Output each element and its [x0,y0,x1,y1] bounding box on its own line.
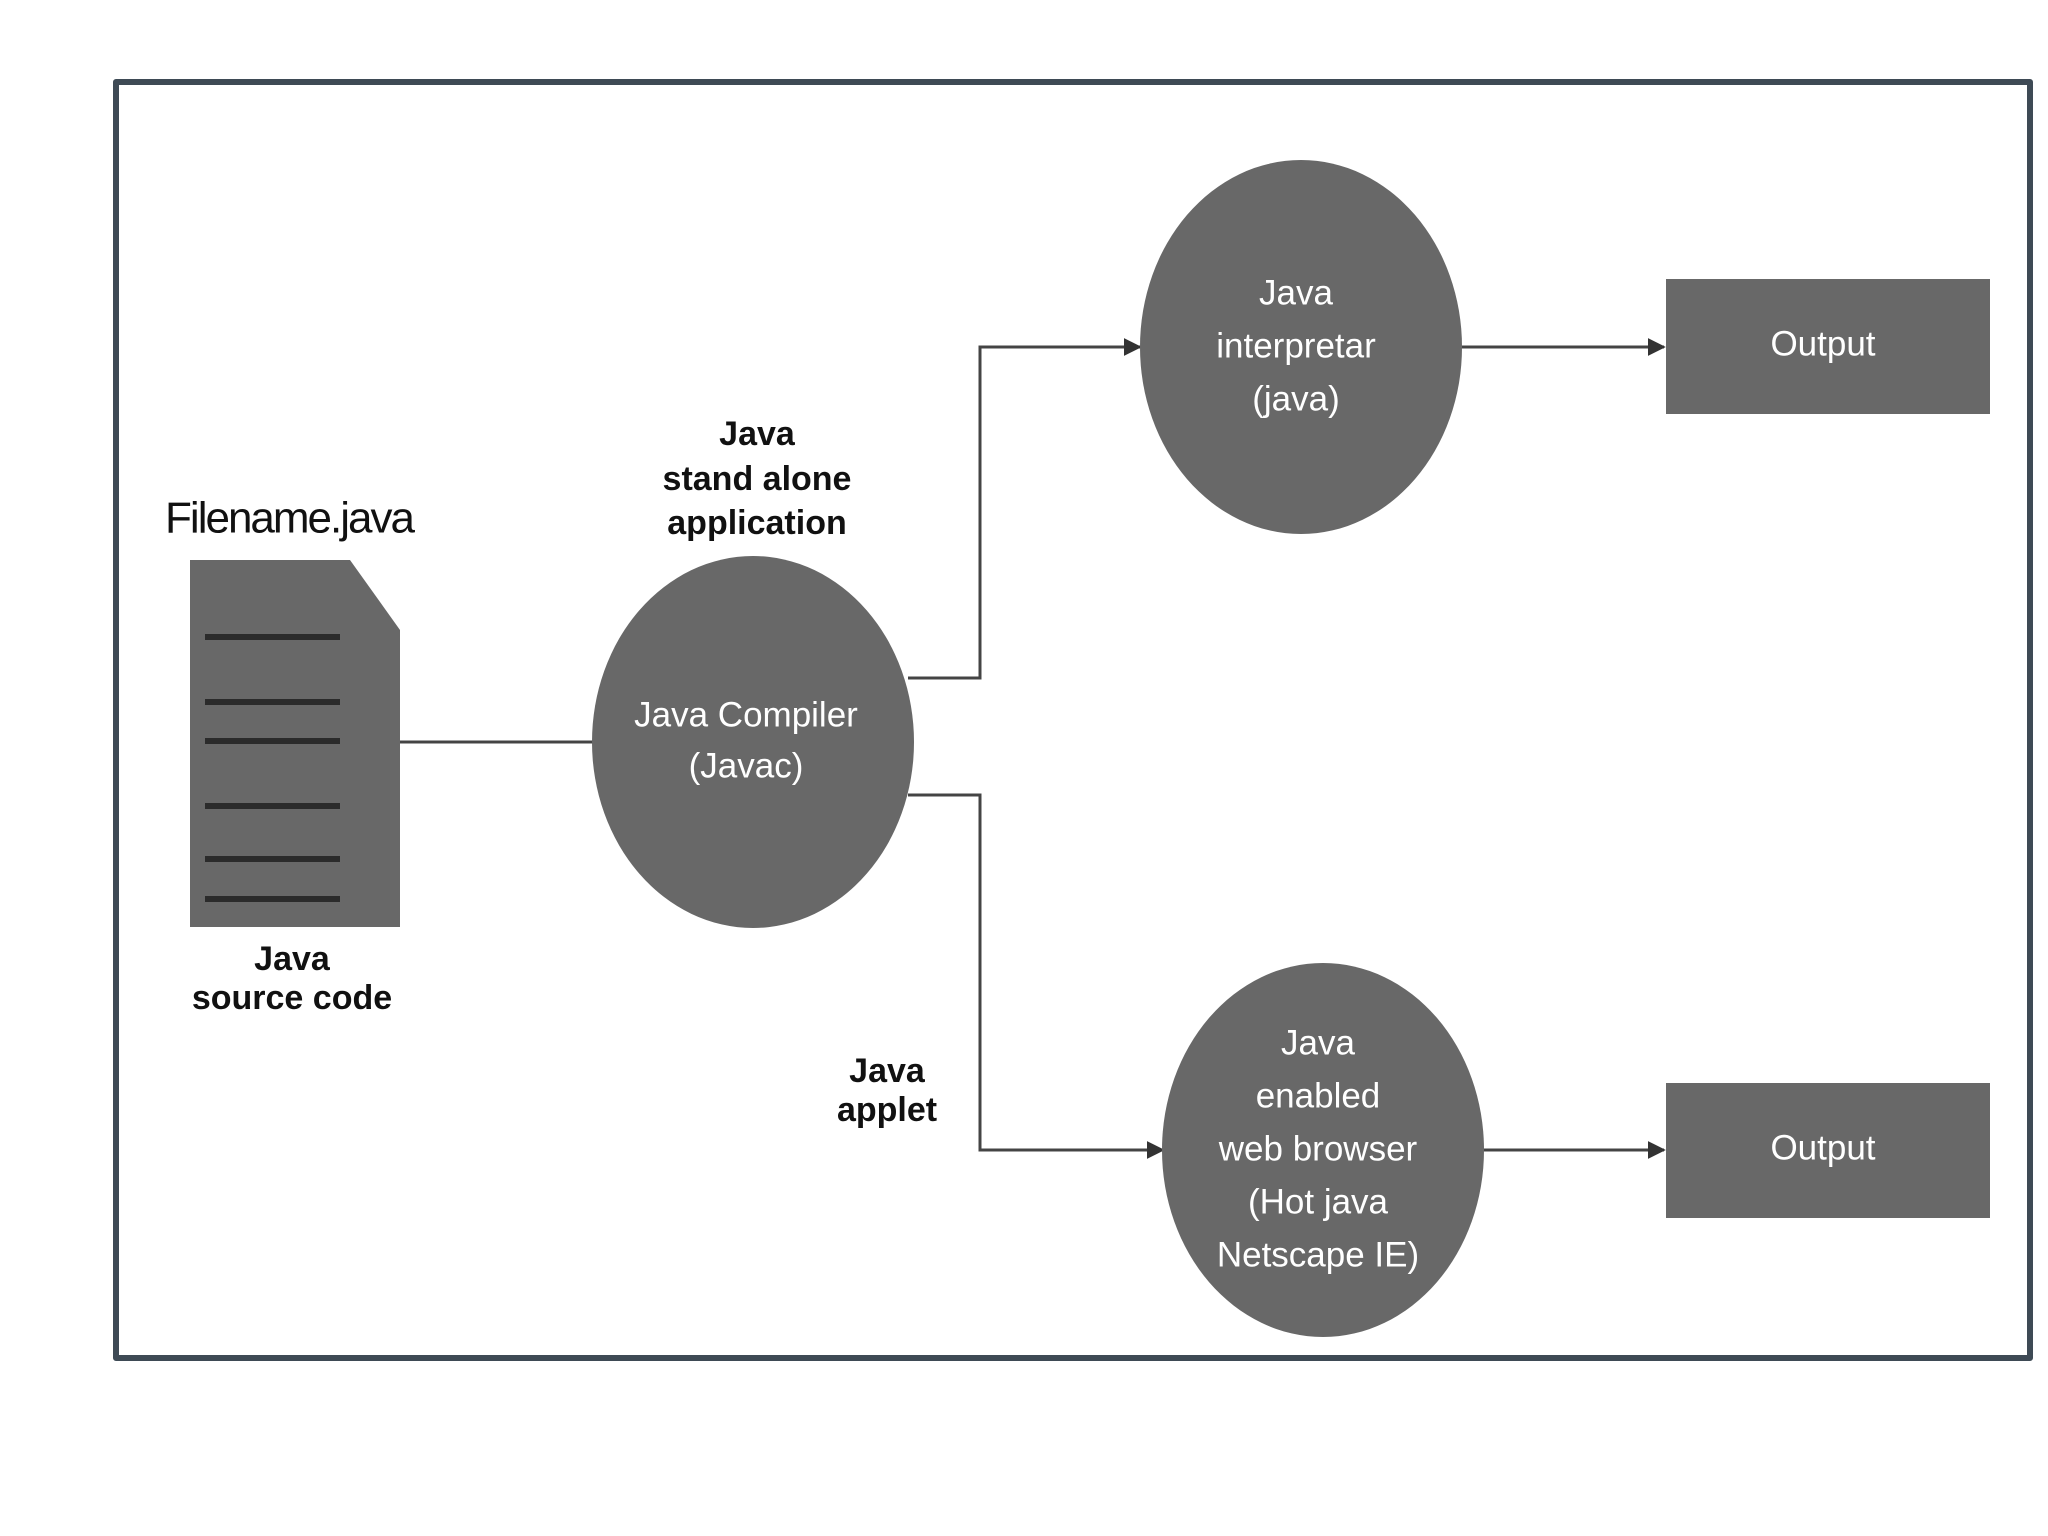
output-bottom-label: Output [1770,1128,1875,1167]
source-caption-line-2: source code [192,979,392,1017]
applet-label: Java applet [837,1052,937,1129]
connector-compiler-to-browser [908,793,1165,1159]
source-caption-line-1: Java [254,940,331,978]
standalone-label-line-1: Java [719,415,796,453]
browser-label-line-3: web browser [1218,1129,1418,1168]
source-file-node: Filename.java Java source code [165,494,417,1017]
interpreter-label-line-1: Java [1259,273,1333,312]
interpreter-label-line-3: (java) [1252,379,1340,418]
compiler-circle [592,556,914,928]
browser-label-line-2: enabled [1256,1076,1381,1115]
source-file-title: Filename.java [165,494,415,543]
standalone-label: Java stand alone application [663,415,852,542]
applet-label-line-2: applet [837,1091,937,1129]
connector-compiler-to-interpreter [908,338,1142,680]
applet-label-line-1: Java [849,1052,926,1090]
output-bottom-node: Output [1666,1083,1990,1218]
browser-label-line-4: (Hot java [1248,1182,1389,1221]
compiler-label-line-2: (Javac) [689,746,804,785]
compiler-node: Java Compiler (Javac) [592,556,914,928]
interpreter-label-line-2: interpretar [1216,326,1376,365]
browser-label-line-5: Netscape IE) [1217,1235,1419,1274]
interpreter-circle [1140,160,1462,534]
standalone-label-line-3: application [667,504,846,542]
browser-circle [1162,963,1484,1337]
standalone-label-line-2: stand alone [663,460,852,498]
output-top-label: Output [1770,324,1875,363]
compiler-label-line-1: Java Compiler [634,695,858,734]
output-box [1666,1083,1990,1218]
interpreter-node: Java interpretar (java) [1140,160,1462,534]
output-top-node: Output [1666,279,1990,414]
output-box [1666,279,1990,414]
browser-node: Java enabled web browser (Hot java Netsc… [1162,963,1484,1337]
browser-label-line-1: Java [1281,1023,1355,1062]
